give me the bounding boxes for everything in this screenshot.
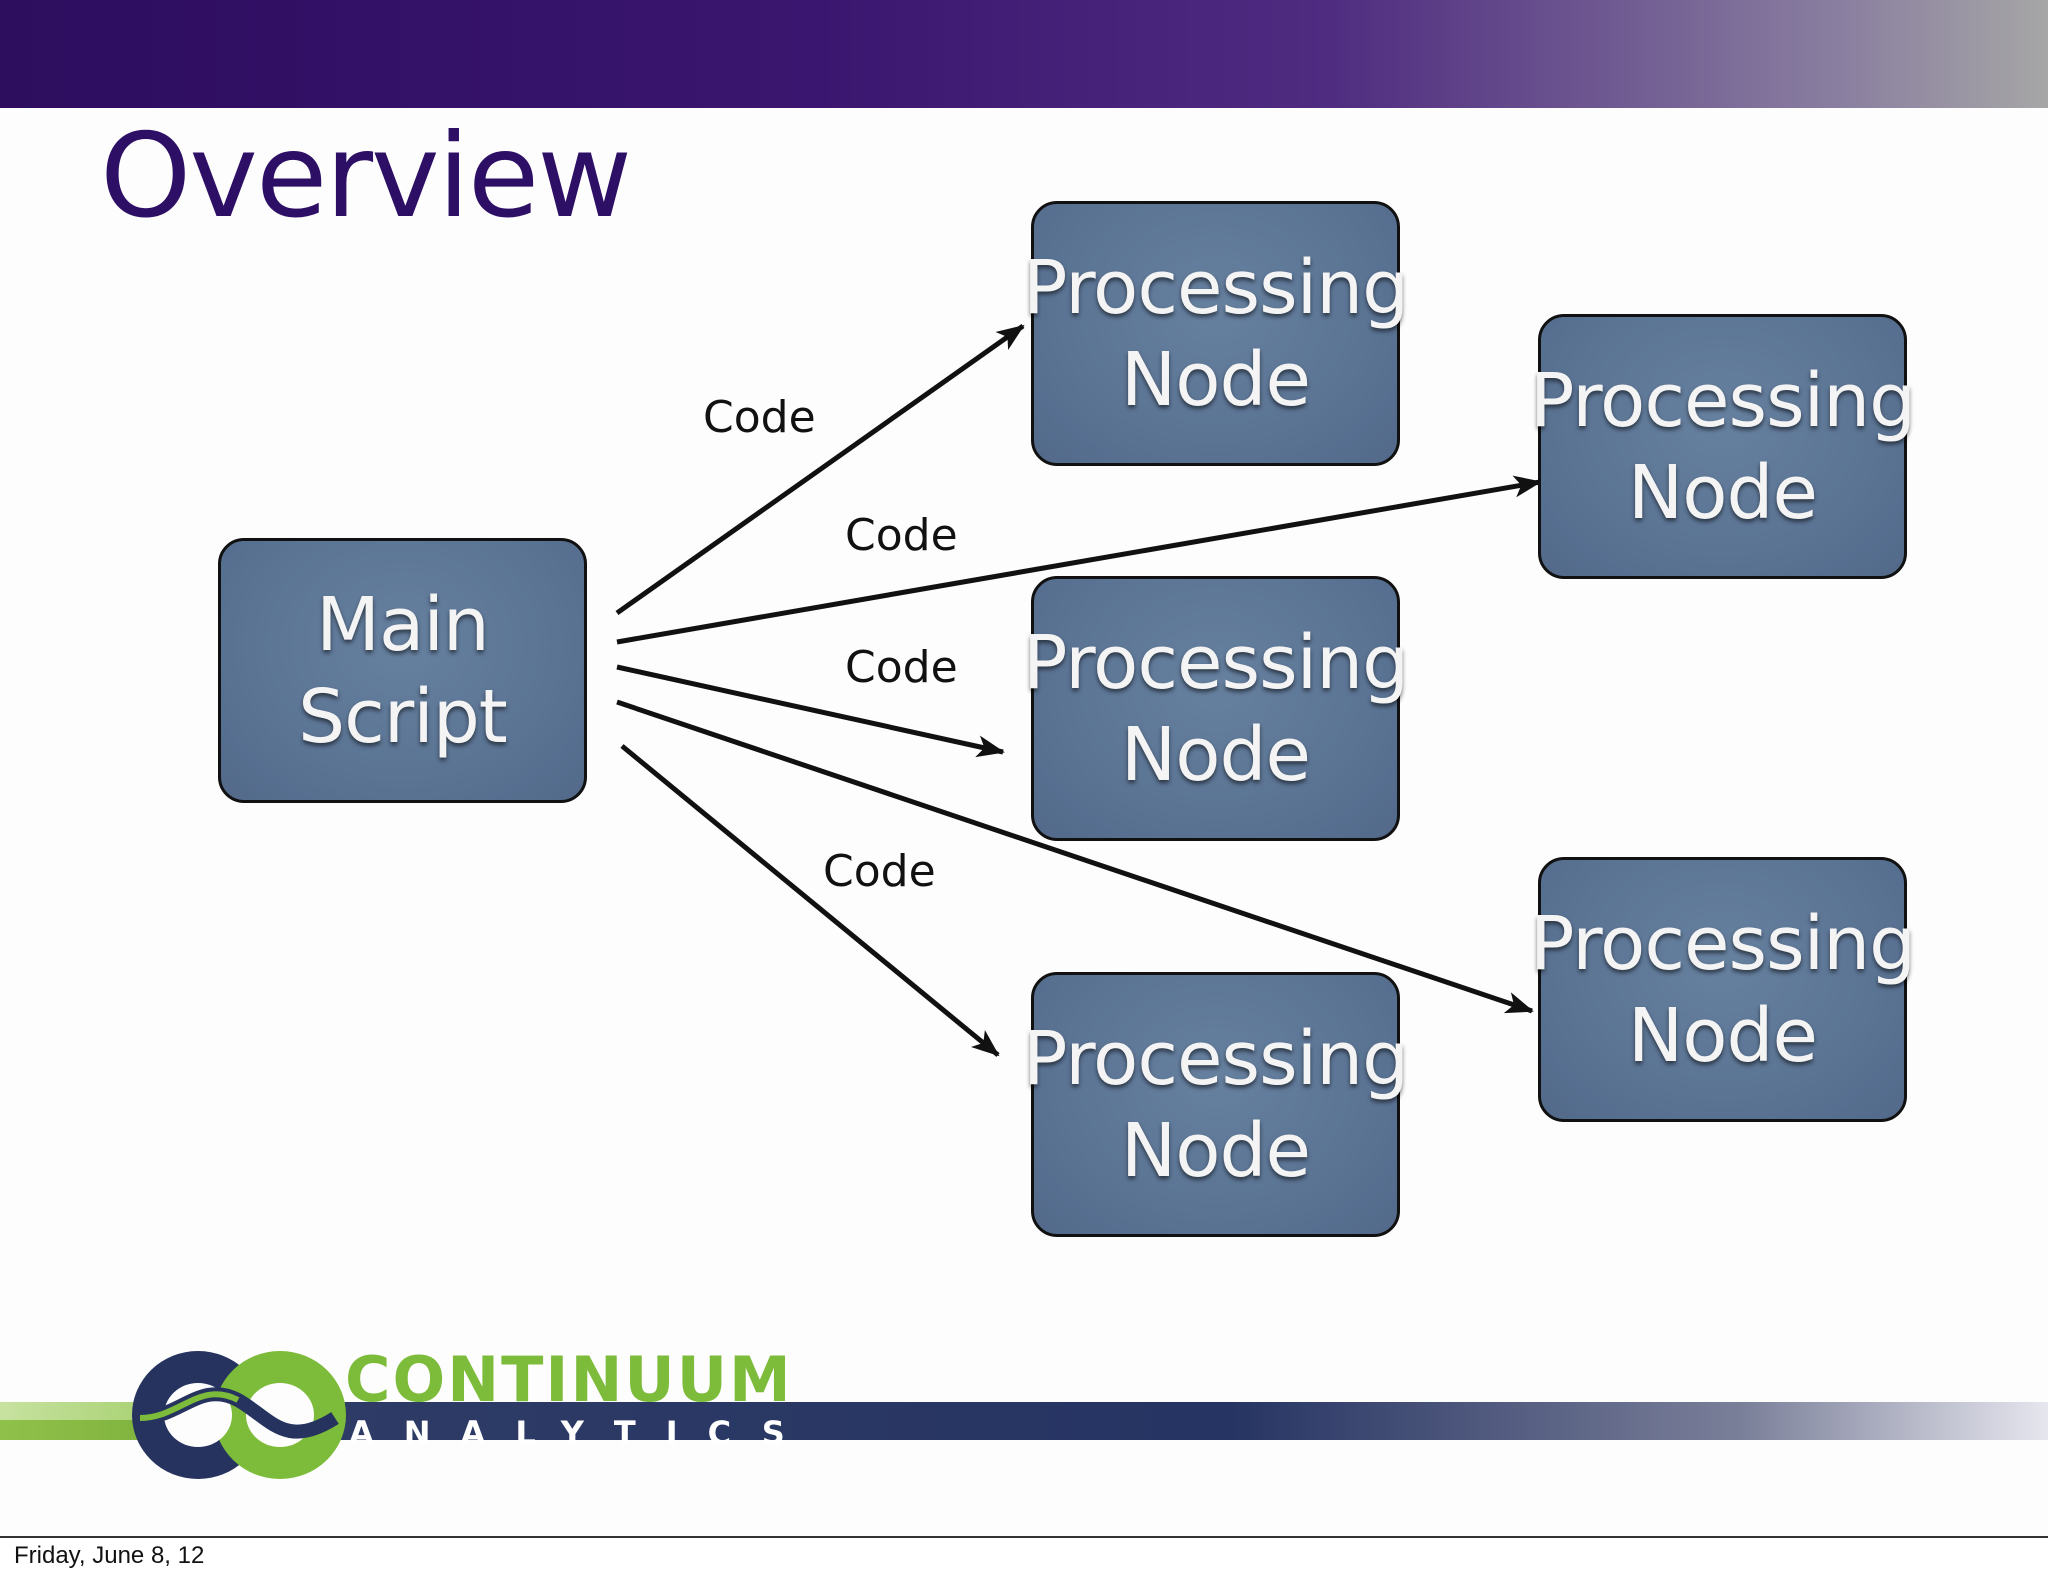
node-label-line1: Processing xyxy=(1529,900,1916,987)
arrow-to-node-4 xyxy=(616,699,1534,1014)
slide-date: Friday, June 8, 12 xyxy=(14,1542,205,1569)
node-label-line2: Node xyxy=(1120,1107,1311,1194)
node-label-line1: Main xyxy=(316,581,490,668)
logo-wordmark: CONTINUUM ANALYTICS xyxy=(345,1347,815,1453)
logo-word: CONTINUUM xyxy=(345,1343,793,1416)
processing-node-2: Processing Node xyxy=(1530,314,1916,579)
node-label-line2: Node xyxy=(1120,711,1311,798)
edge-label-code-3: Code xyxy=(845,642,958,693)
header-bar xyxy=(0,0,2048,108)
diagram-arrows xyxy=(615,323,1542,1057)
node-label-line2: Node xyxy=(1120,336,1311,423)
slide: Overview Code Code Code Code Main Script… xyxy=(0,0,2048,1479)
continuum-logo-icon xyxy=(132,1351,346,1479)
arrow-to-node-2 xyxy=(616,475,1542,645)
processing-node-3: Processing Node xyxy=(1023,576,1409,841)
presentation-footer-bar xyxy=(0,1536,2048,1578)
node-label-line1: Processing xyxy=(1022,1015,1409,1102)
edge-label-code-2: Code xyxy=(845,510,958,561)
processing-node-1: Processing Node xyxy=(1023,201,1409,466)
arrow-to-node-1 xyxy=(615,323,1025,616)
node-label-line1: Processing xyxy=(1529,357,1916,444)
node-label-line2: Script xyxy=(298,673,508,760)
arrow-to-node-3 xyxy=(616,664,1005,758)
processing-node-5: Processing Node xyxy=(1023,972,1409,1237)
edge-label-code-4: Code xyxy=(823,846,936,897)
processing-node-4: Processing Node xyxy=(1530,857,1916,1122)
logo-subword: ANALYTICS xyxy=(349,1414,815,1452)
arrow-to-node-5 xyxy=(620,744,1000,1057)
node-label-line2: Node xyxy=(1627,449,1818,536)
node-label-line2: Node xyxy=(1627,992,1818,1079)
main-script-node: Main Script xyxy=(218,538,587,803)
edge-label-code-1: Code xyxy=(703,392,816,443)
slide-title: Overview xyxy=(100,109,632,244)
node-label-line1: Processing xyxy=(1022,244,1409,331)
node-label-line1: Processing xyxy=(1022,619,1409,706)
